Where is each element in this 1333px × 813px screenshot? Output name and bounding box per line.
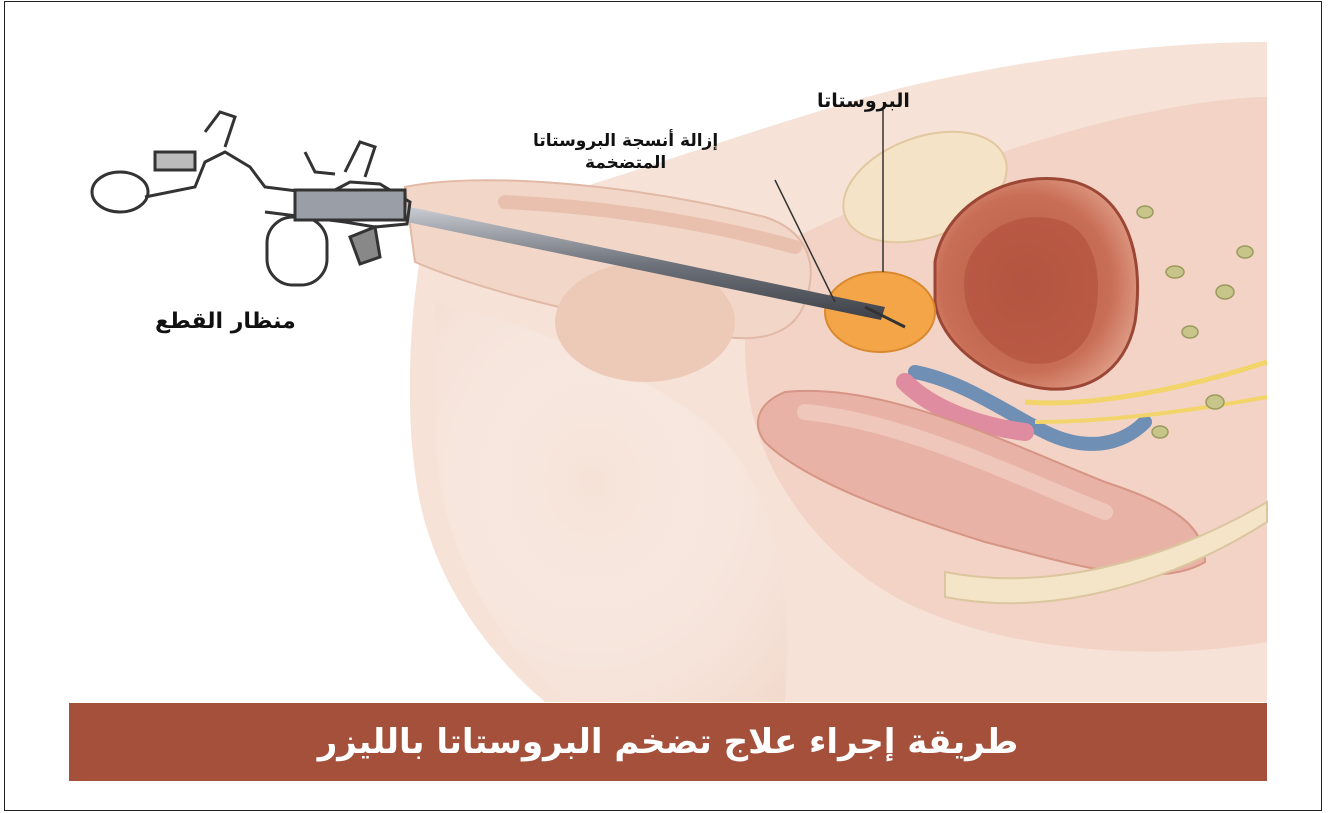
label-resectoscope: منظار القطع xyxy=(155,309,296,334)
label-tissue-removal-line1: إزالة أنسجة البروستاتا xyxy=(533,130,718,152)
anatomy-illustration xyxy=(5,2,1322,702)
label-tissue-removal: إزالة أنسجة البروستاتا المتضخمة xyxy=(533,130,718,174)
title-banner: طريقة إجراء علاج تضخم البروستاتا بالليزر xyxy=(69,703,1267,781)
banner-title: طريقة إجراء علاج تضخم البروستاتا بالليزر xyxy=(318,722,1019,762)
label-prostate: البروستاتا xyxy=(817,90,910,112)
diagram-frame: البروستاتا إزالة أنسجة البروستاتا المتضخ… xyxy=(4,1,1322,811)
resectoscope-handle xyxy=(92,112,410,285)
label-tissue-removal-line2: المتضخمة xyxy=(533,152,718,174)
